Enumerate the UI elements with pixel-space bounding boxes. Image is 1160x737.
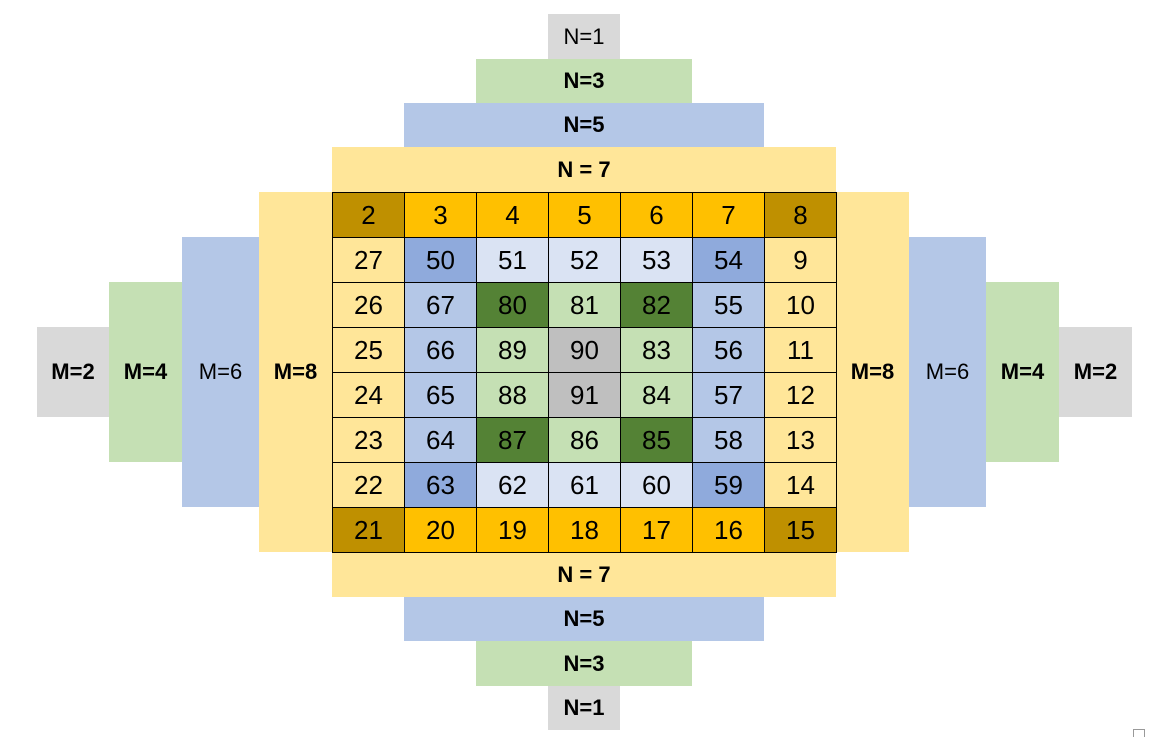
grid-cell: 8 bbox=[765, 193, 837, 238]
left-label-m4: M=4 bbox=[109, 282, 182, 462]
left-label-m8: M=8 bbox=[259, 192, 332, 552]
grid-cell: 15 bbox=[765, 508, 837, 553]
grid-cell: 26 bbox=[333, 283, 405, 328]
grid-cell: 50 bbox=[405, 238, 477, 283]
grid-cell: 87 bbox=[477, 418, 549, 463]
bottom-label-n5: N=5 bbox=[404, 597, 764, 641]
grid-cell: 9 bbox=[765, 238, 837, 283]
grid-cell: 82 bbox=[621, 283, 693, 328]
grid-cell: 52 bbox=[549, 238, 621, 283]
top-label-n1: N=1 bbox=[548, 14, 620, 59]
grid-cell: 80 bbox=[477, 283, 549, 328]
top-label-n7: N = 7 bbox=[332, 147, 836, 192]
grid-cell: 16 bbox=[693, 508, 765, 553]
right-label-m2: M=2 bbox=[1059, 327, 1132, 417]
grid-cell: 61 bbox=[549, 463, 621, 508]
grid-cell: 90 bbox=[549, 328, 621, 373]
grid-cell: 60 bbox=[621, 463, 693, 508]
right-label-m4: M=4 bbox=[986, 282, 1059, 462]
grid-cell: 55 bbox=[693, 283, 765, 328]
grid-cell: 62 bbox=[477, 463, 549, 508]
resize-handle[interactable] bbox=[1133, 729, 1145, 737]
grid-cell: 65 bbox=[405, 373, 477, 418]
grid-cell: 4 bbox=[477, 193, 549, 238]
grid-cell: 17 bbox=[621, 508, 693, 553]
grid-cell: 6 bbox=[621, 193, 693, 238]
grid-cell: 84 bbox=[621, 373, 693, 418]
grid-cell: 18 bbox=[549, 508, 621, 553]
left-label-m6: M=6 bbox=[182, 237, 259, 507]
grid-cell: 54 bbox=[693, 238, 765, 283]
grid-cell: 64 bbox=[405, 418, 477, 463]
right-label-m6: M=6 bbox=[909, 237, 986, 507]
grid-cell: 53 bbox=[621, 238, 693, 283]
grid-cell: 88 bbox=[477, 373, 549, 418]
grid-cell: 83 bbox=[621, 328, 693, 373]
grid-cell: 85 bbox=[621, 418, 693, 463]
grid-cell: 67 bbox=[405, 283, 477, 328]
grid-cell: 7 bbox=[693, 193, 765, 238]
right-label-m8: M=8 bbox=[836, 192, 909, 552]
grid-cell: 5 bbox=[549, 193, 621, 238]
grid-cell: 25 bbox=[333, 328, 405, 373]
grid-cell: 14 bbox=[765, 463, 837, 508]
grid-cell: 22 bbox=[333, 463, 405, 508]
grid-cell: 66 bbox=[405, 328, 477, 373]
grid-cell: 20 bbox=[405, 508, 477, 553]
grid-cell: 59 bbox=[693, 463, 765, 508]
bottom-label-n1: N=1 bbox=[548, 686, 620, 730]
grid-cell: 10 bbox=[765, 283, 837, 328]
grid-cell: 86 bbox=[549, 418, 621, 463]
grid-cell: 58 bbox=[693, 418, 765, 463]
grid-cell: 12 bbox=[765, 373, 837, 418]
grid-cell: 21 bbox=[333, 508, 405, 553]
top-label-n5: N=5 bbox=[404, 103, 764, 147]
bottom-label-n3: N=3 bbox=[476, 641, 692, 686]
grid-cell: 89 bbox=[477, 328, 549, 373]
grid-cell: 91 bbox=[549, 373, 621, 418]
grid-cell: 63 bbox=[405, 463, 477, 508]
grid-cell: 51 bbox=[477, 238, 549, 283]
grid-cell: 57 bbox=[693, 373, 765, 418]
grid-cell: 3 bbox=[405, 193, 477, 238]
grid-cell: 2 bbox=[333, 193, 405, 238]
grid-cell: 19 bbox=[477, 508, 549, 553]
bottom-label-n7: N = 7 bbox=[332, 552, 836, 597]
grid-cell: 23 bbox=[333, 418, 405, 463]
top-label-n3: N=3 bbox=[476, 59, 692, 103]
grid-cell: 24 bbox=[333, 373, 405, 418]
grid-cell: 56 bbox=[693, 328, 765, 373]
left-label-m2: M=2 bbox=[37, 327, 109, 417]
grid-cell: 11 bbox=[765, 328, 837, 373]
grid-cell: 27 bbox=[333, 238, 405, 283]
grid-cell: 81 bbox=[549, 283, 621, 328]
grid-cell: 13 bbox=[765, 418, 837, 463]
